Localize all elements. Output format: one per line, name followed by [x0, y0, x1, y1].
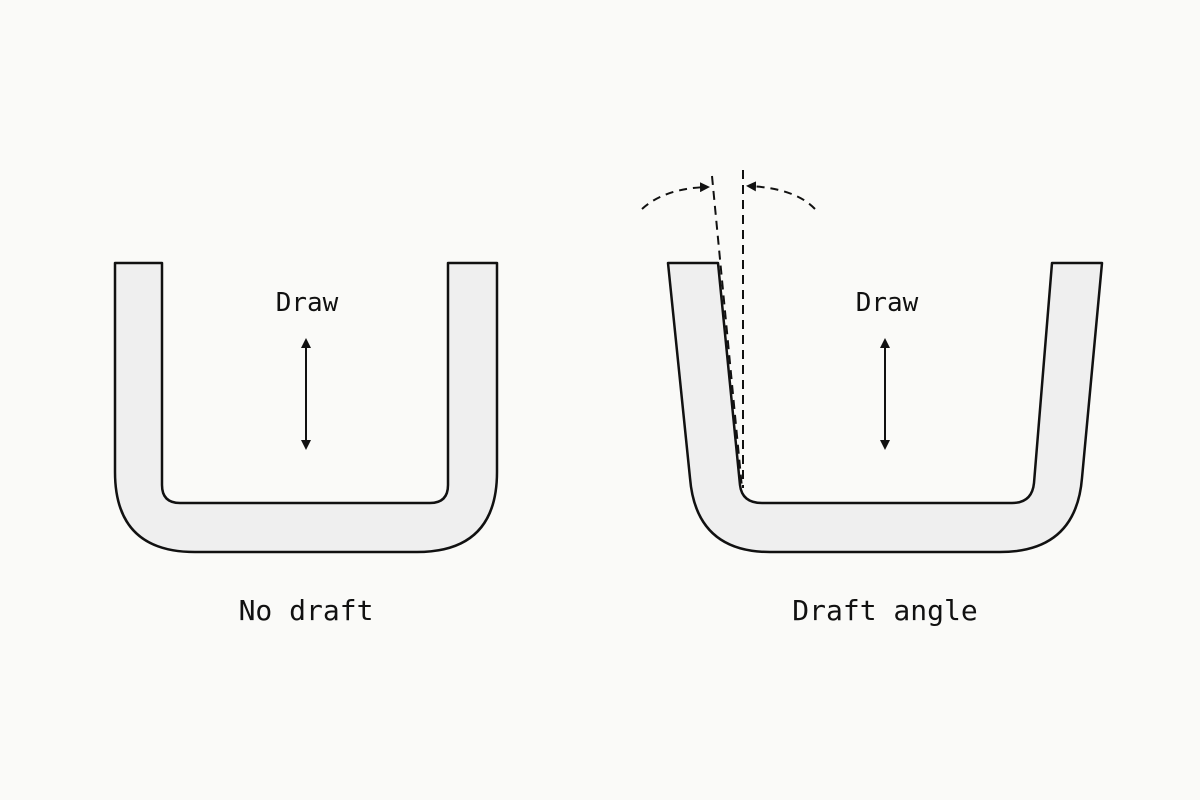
caption-no-draft: No draft — [238, 594, 374, 627]
caption-draft-angle: Draft angle — [792, 594, 978, 627]
draw-label-right: Draw — [855, 288, 919, 318]
no-draft-part — [113, 261, 499, 554]
angle-arc-left-arrow — [641, 182, 710, 210]
draft-angle-part — [666, 261, 1104, 554]
angle-arc-right-arrow — [746, 181, 816, 210]
tilted-wall-dashed-line — [711, 175, 743, 489]
draw-label-left: Draw — [275, 288, 339, 318]
